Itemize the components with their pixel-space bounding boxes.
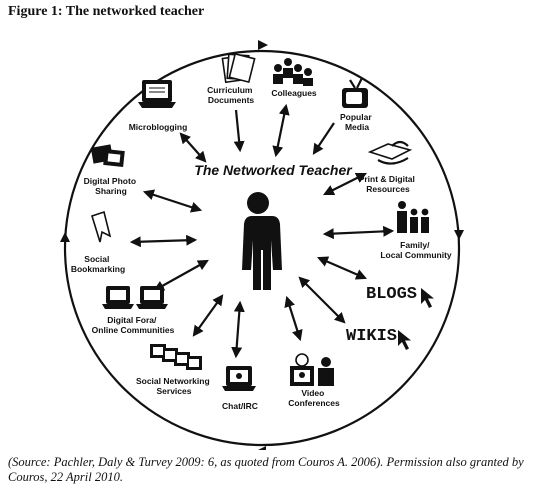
bookmark-icon [91, 210, 112, 243]
arrow-photo-sharing [142, 189, 203, 213]
label-wikis: WIKIS [346, 327, 397, 346]
arrow-digital-fora [153, 259, 209, 292]
photo-sharing-icon [90, 144, 125, 168]
networked-teacher-diagram: The Networked Teacher Curriculum Documen… [60, 40, 464, 450]
blogs-cursor-icon [421, 288, 434, 308]
arrow-social-bookmarking [129, 234, 198, 248]
digital-fora-icon [102, 286, 168, 309]
arrow-print-digital [323, 173, 367, 195]
cycle-arrow-top [258, 40, 268, 50]
arrow-blogs [316, 256, 368, 280]
teacher-figure-icon [242, 192, 282, 290]
source-caption: (Source: Pachler, Daly & Turvey 2009: 6,… [8, 455, 524, 484]
label-social-networking: Social Networking Services [136, 376, 212, 396]
arrow-popular-media [312, 122, 335, 155]
label-family: Family/ Local Community [380, 240, 452, 260]
arrow-family [322, 225, 395, 240]
arrow-wikis [298, 276, 346, 324]
chat-laptop-icon [222, 366, 256, 391]
label-colleagues: Colleagues [271, 88, 317, 98]
label-microblogging: Microblogging [129, 122, 188, 132]
center-title: The Networked Teacher [194, 162, 353, 178]
label-photo-sharing: Digital Photo Sharing [84, 176, 139, 196]
label-print-digital: Print & Digital Resources [359, 174, 418, 194]
wikis-cursor-icon [398, 330, 411, 350]
arrow-microblogging [179, 132, 207, 163]
family-icon [397, 201, 429, 233]
microblogging-laptop-icon [138, 80, 176, 108]
tv-icon [342, 77, 368, 108]
label-social-bookmarking: Social Bookmarking [71, 254, 125, 274]
label-blogs: BLOGS [366, 285, 417, 304]
connection-arrows [129, 103, 395, 359]
cycle-arrow-left [60, 232, 70, 242]
arrow-curriculum [233, 109, 245, 153]
label-chat: Chat/IRC [222, 401, 258, 411]
arrow-chat [231, 300, 245, 359]
arrow-video [284, 295, 303, 342]
print-digital-icon [367, 140, 413, 165]
arrow-social-networking [192, 294, 224, 337]
outer-cycle-circle [63, 49, 461, 447]
colleagues-icon [273, 58, 313, 86]
label-curriculum: Curriculum Documents [207, 85, 255, 105]
label-video: Video Conferences [288, 388, 340, 408]
label-popular-media: Popular Media [340, 112, 374, 132]
social-networking-icon [150, 344, 202, 370]
arrow-colleagues [272, 103, 290, 158]
cycle-arrow-bottom [258, 446, 266, 450]
cycle-arrow-right [454, 230, 464, 240]
label-digital-fora: Digital Fora/ Online Communities [92, 315, 175, 335]
video-conference-icon [290, 353, 334, 386]
figure-title: Figure 1: The networked teacher [8, 4, 205, 19]
documents-icon [221, 52, 256, 84]
